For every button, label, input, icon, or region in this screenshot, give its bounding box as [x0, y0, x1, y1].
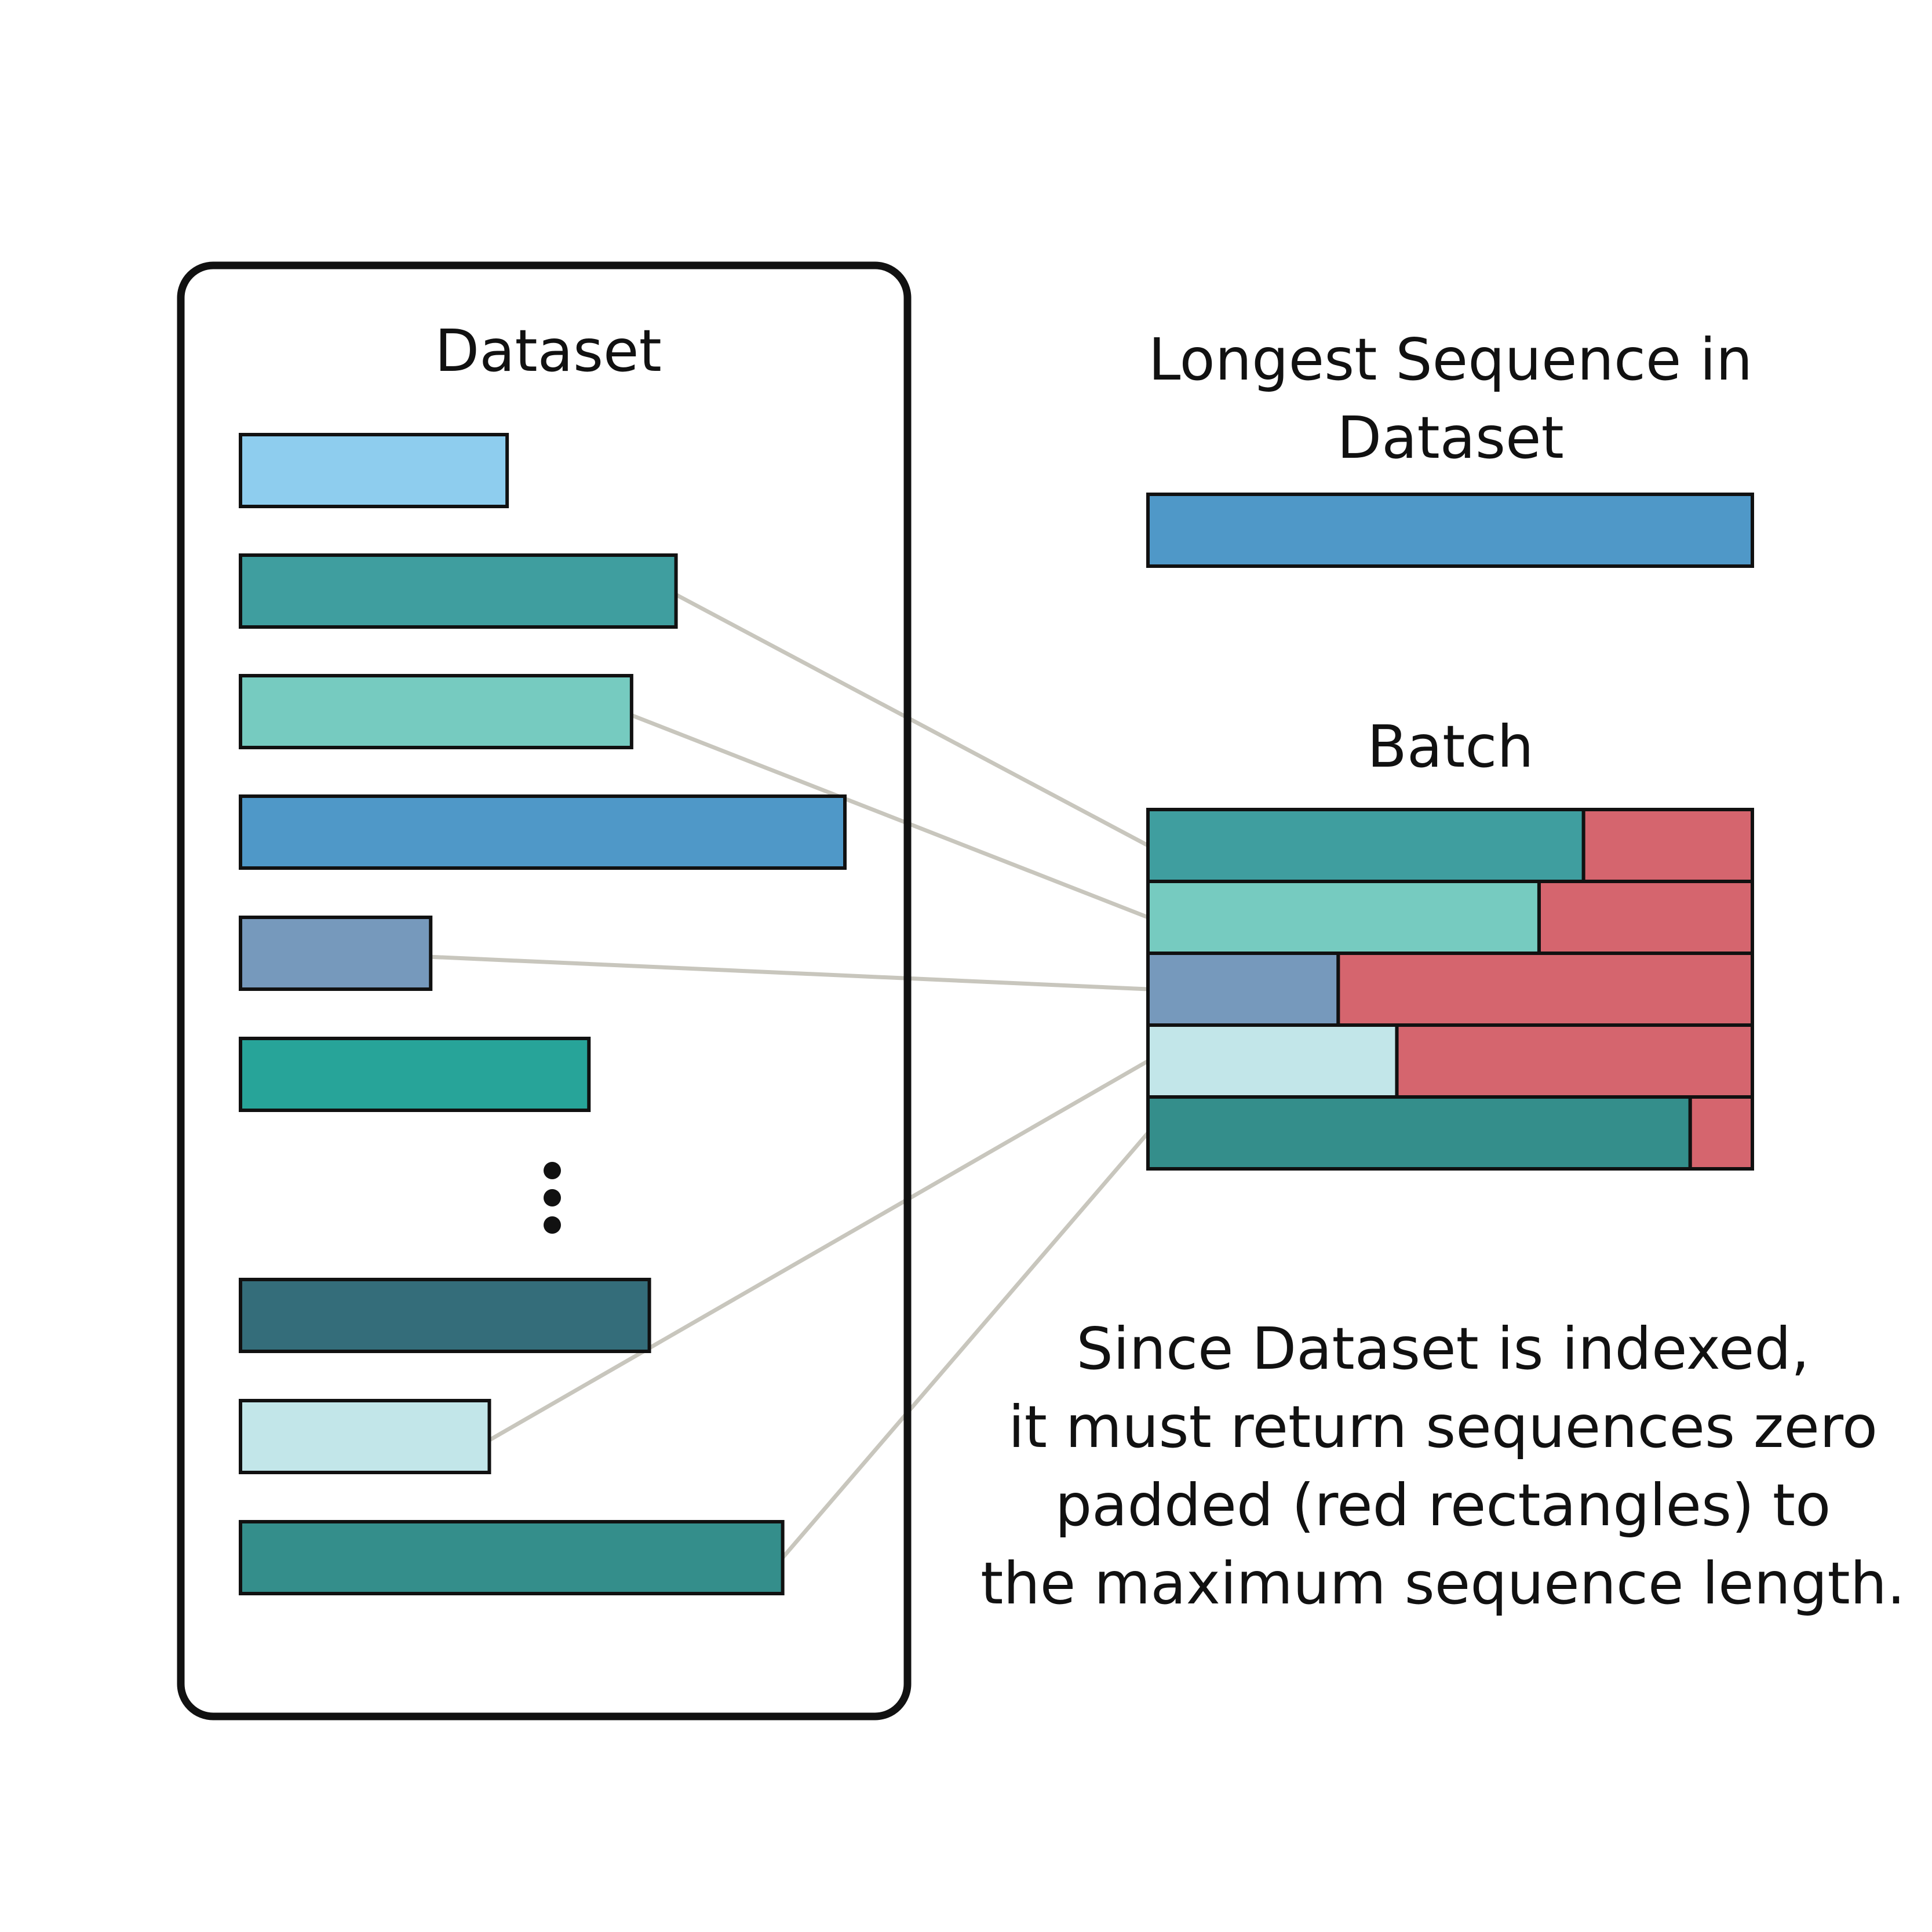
batch-sequence-4	[1146, 1023, 1399, 1099]
batch-sequence-1	[1146, 808, 1585, 883]
connector-line-2	[630, 713, 1149, 920]
connector-line-4	[488, 1059, 1149, 1442]
dataset-sequence-3	[239, 674, 633, 749]
dataset-sequence-5	[239, 916, 433, 991]
longest-sequence	[1146, 493, 1754, 568]
batch-sequence-3	[1146, 952, 1340, 1027]
connector-line-1	[675, 593, 1149, 848]
dataset-container	[177, 261, 912, 1720]
batch-padding-2	[1537, 880, 1754, 955]
dataset-sequence-list	[239, 433, 847, 1595]
caption-line-4: the maximum sequence length.	[980, 1550, 1905, 1617]
connector-lines	[431, 593, 1150, 1559]
dataset-sequence-7	[239, 1278, 651, 1353]
batch-padding-4	[1395, 1023, 1755, 1099]
caption-line-3: padded (red rectangles) to	[1055, 1471, 1831, 1539]
batch-sequence-5	[1146, 1095, 1692, 1171]
longest-sequence-title-line2: Dataset	[1337, 404, 1564, 472]
longest-sequence-bar	[1146, 493, 1754, 568]
longest-sequence-title-line1: Longest Sequence in	[1149, 326, 1753, 393]
dataset-sequence-8	[239, 1399, 491, 1474]
connector-line-3	[431, 954, 1149, 991]
caption-line-2: it must return sequences zero	[1008, 1393, 1878, 1461]
batch-padding-3	[1336, 952, 1755, 1027]
batch-title: Batch	[1367, 713, 1533, 781]
batch-padding-1	[1581, 808, 1754, 883]
dataset-sequence-2	[239, 553, 678, 629]
dataset-title: Dataset	[435, 317, 662, 385]
connector-line-5	[781, 1131, 1150, 1559]
batch-padding-5	[1688, 1095, 1754, 1171]
ellipsis-icon	[544, 1162, 561, 1234]
dataset-sequence-9	[239, 1520, 785, 1595]
dataset-sequence-6	[239, 1037, 591, 1112]
dataset-sequence-4	[239, 794, 847, 870]
dataset-sequence-1	[239, 433, 509, 508]
batch-sequence-2	[1146, 880, 1541, 955]
caption-line-1: Since Dataset is indexed,	[1076, 1315, 1809, 1383]
batch-table	[1146, 808, 1755, 1171]
